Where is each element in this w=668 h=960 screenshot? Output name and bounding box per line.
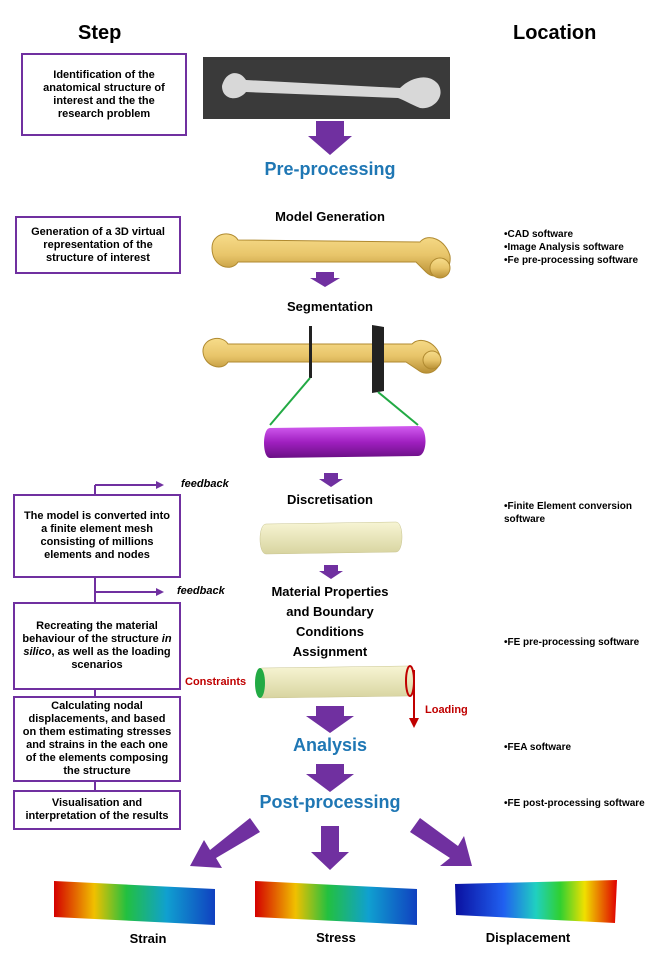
stage-model-generation: Model Generation (275, 209, 385, 224)
down-arrow (310, 272, 340, 287)
boundary-conditions-model (255, 665, 419, 728)
down-arrow (308, 121, 352, 155)
feedback-arrowhead (156, 481, 164, 489)
result-displacement-label: Displacement (485, 930, 571, 945)
down-arrow (306, 706, 354, 733)
feedback-label: feedback (181, 478, 229, 490)
loading-label: Loading (425, 704, 468, 716)
step-column-header: Step (78, 22, 122, 44)
feedback-label: feedback (177, 585, 225, 597)
down-left-arrow (190, 818, 260, 868)
down-arrow (319, 565, 343, 579)
constraints-label: Constraints (185, 676, 247, 688)
down-arrow (306, 764, 354, 792)
xray-femur-image (203, 57, 450, 119)
bone-segment-cylinder (264, 426, 426, 458)
phase-pre-processing: Pre-processing (264, 159, 396, 179)
step-box-conversion: The model is converted into a finite ele… (13, 494, 181, 578)
femur-segmentation-model (202, 325, 442, 426)
stage-material-properties: Material Properties and Boundary Conditi… (271, 584, 389, 659)
feedback-arrowhead (156, 588, 164, 596)
phase-analysis: Analysis (292, 735, 368, 755)
step-box-visualisation: Visualisation and interpretation of the … (13, 790, 181, 830)
step-box-material: Recreating the material behaviour of the… (13, 602, 181, 690)
stress-result-image (255, 881, 417, 925)
strain-result-image (54, 881, 215, 925)
displacement-result-image (455, 880, 617, 923)
femur-3d-model (211, 233, 451, 279)
step-box-generation: Generation of a 3D virtual representatio… (15, 216, 181, 274)
step-material-text: Recreating the material behaviour of the… (22, 620, 172, 671)
location-model-generation: •CAD software •Image Analysis software •… (504, 229, 639, 266)
result-strain-label: Strain (129, 931, 167, 946)
location-analysis: •FEA software (504, 742, 572, 753)
down-arrow (319, 473, 343, 487)
result-stress-label: Stress (316, 930, 356, 945)
finite-element-mesh (259, 521, 403, 555)
location-column-header: Location (513, 22, 597, 44)
location-post-processing: •FE post-processing software (504, 798, 645, 809)
stage-segmentation: Segmentation (287, 299, 373, 314)
stage-discretisation: Discretisation (287, 492, 373, 507)
phase-post-processing: Post-processing (259, 792, 401, 812)
location-discretisation: •Finite Element conversion software (504, 501, 632, 525)
step-box-calculation: Calculating nodal displacements, and bas… (13, 696, 181, 782)
down-right-arrow (410, 818, 472, 866)
location-material: •FE pre-processing software (504, 637, 640, 648)
down-arrow (311, 826, 349, 870)
step-box-identification: Identification of the anatomical structu… (21, 53, 187, 136)
